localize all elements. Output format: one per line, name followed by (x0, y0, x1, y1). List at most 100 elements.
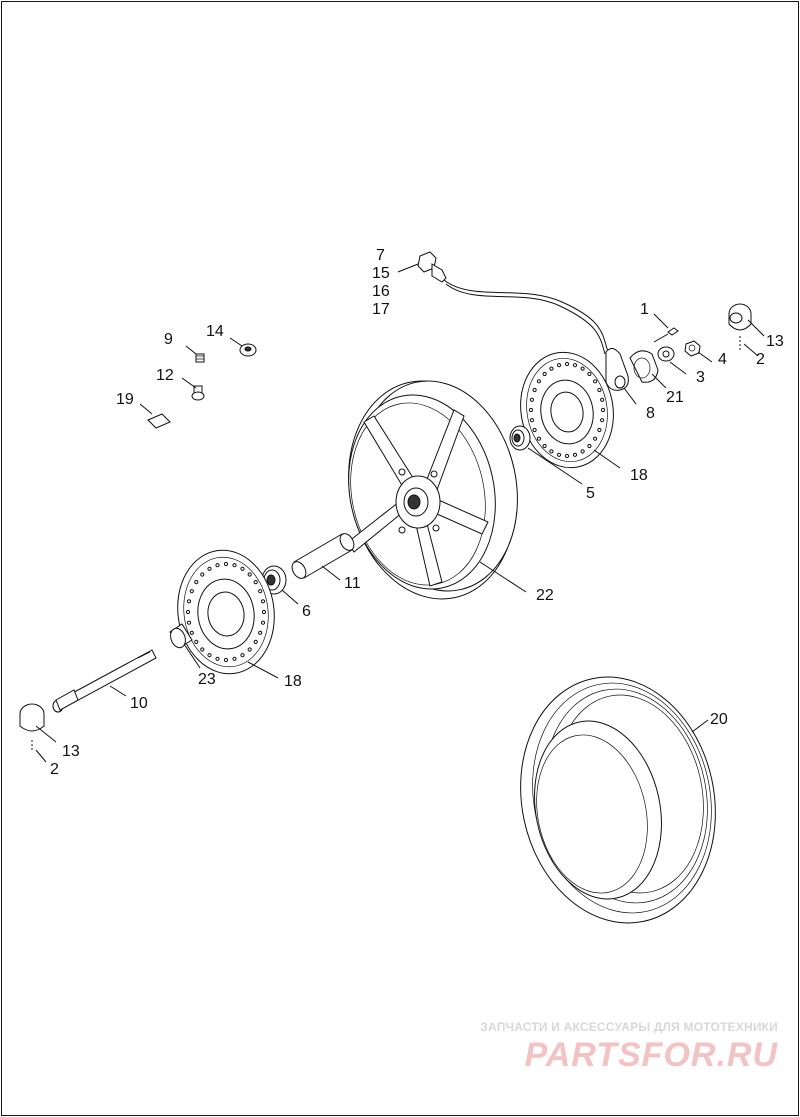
rotor-hole (223, 657, 229, 663)
callout-13-right: 13 (766, 333, 784, 350)
rotor-hole (247, 647, 252, 652)
rotor-hole (597, 427, 602, 433)
cast-wheel (347, 380, 518, 600)
watermark: ЗАПЧАСТИ И АКСЕССУАРЫ ДЛЯ МОТОТЕХНИКИ PA… (478, 1020, 778, 1075)
rotor-hole (600, 418, 605, 423)
axle-cap-right (728, 303, 752, 331)
rotor-hole (258, 589, 263, 594)
callout-15: 15 (372, 265, 390, 282)
wheel-spacer-tube (291, 533, 355, 579)
callout-18-left: 18 (284, 673, 302, 690)
rotor-hole (189, 630, 194, 635)
callout-20: 20 (710, 711, 728, 728)
valve-cap (195, 353, 205, 363)
bearing-right (509, 425, 531, 451)
callout-5: 5 (586, 485, 595, 502)
rotor-hole (253, 580, 258, 585)
rotor-hole (207, 566, 212, 571)
rotor-hole (580, 449, 585, 454)
callout-7: 7 (376, 247, 385, 264)
rotor-hole (223, 561, 229, 567)
rotor-hole (247, 572, 252, 577)
callout-9: 9 (164, 331, 173, 348)
callout-18-right: 18 (630, 467, 648, 484)
callout-2-right: 2 (756, 351, 765, 368)
callout-23: 23 (198, 671, 216, 688)
callout-3: 3 (696, 369, 705, 386)
callout-17: 17 (372, 301, 390, 318)
callout-10: 10 (130, 695, 148, 712)
callout-12: 12 (156, 367, 174, 384)
valve-stem (191, 385, 205, 401)
rotor-hole (253, 639, 258, 645)
rotor-hole (232, 563, 237, 568)
rotor-hole (556, 452, 562, 457)
rotor-hole (536, 379, 542, 384)
callout-2-left: 2 (50, 761, 59, 778)
rotor-hole (580, 366, 585, 371)
rotor-hole (572, 452, 578, 457)
callout-4: 4 (718, 351, 727, 368)
rotor-hole (529, 418, 535, 423)
rotor-hole (200, 572, 205, 577)
axle-cap-left (19, 703, 45, 732)
callout-labels: 7 15 16 17 1 13 2 4 3 21 8 18 5 9 14 12 … (50, 247, 784, 778)
rotor-hole (232, 656, 237, 661)
callout-1: 1 (640, 301, 649, 318)
front-axle (52, 649, 157, 713)
tire (520, 676, 716, 924)
rotor-hole (532, 387, 537, 393)
rotor-hole (549, 449, 554, 454)
rotor-hole (600, 397, 605, 402)
callout-6: 6 (302, 603, 311, 620)
rotor-hole (189, 589, 194, 594)
rotor-hole (215, 563, 220, 568)
rotor-hole (186, 620, 192, 625)
nut-small (239, 343, 257, 357)
rotor-hole (215, 656, 220, 661)
rotor-hole (258, 630, 263, 635)
rotor-hole (564, 361, 570, 367)
rotor-hole (261, 609, 267, 615)
callout-13-left: 13 (62, 743, 80, 760)
rotor-hole (556, 363, 562, 368)
rotor-hole (587, 443, 592, 449)
nut (684, 340, 701, 357)
axle-spacer (629, 350, 659, 383)
rotor-hole (542, 371, 547, 377)
sensor-bracket (605, 348, 629, 391)
rotor-hole (186, 599, 192, 604)
rotor-hole (194, 580, 199, 585)
rotor-hole (564, 453, 570, 459)
screw (653, 327, 679, 343)
axle-spacer-cone (169, 623, 193, 649)
callout-16: 16 (372, 283, 390, 300)
rotor-hole (194, 639, 199, 645)
balance-weight (147, 413, 171, 429)
rotor-hole (529, 397, 535, 402)
rotor-hole (532, 427, 537, 433)
rotor-hole (536, 436, 542, 441)
rotor-hole (542, 443, 547, 449)
rotor-hole (260, 620, 266, 625)
washer (657, 346, 675, 362)
rotor-hole (587, 371, 592, 377)
leader-lines (35, 263, 765, 763)
brake-rotor-right (520, 351, 614, 469)
rotor-hole (200, 647, 205, 652)
watermark-brand-logo: PARTSFOR.RU (524, 1036, 778, 1074)
callout-21: 21 (666, 389, 684, 406)
rotor-hole (260, 599, 266, 604)
watermark-caption: ЗАПЧАСТИ И АКСЕССУАРЫ ДЛЯ МОТОТЕХНИКИ (480, 1020, 778, 1034)
callout-22: 22 (536, 587, 554, 604)
rotor-hole (240, 566, 245, 571)
rotor-hole (185, 609, 191, 615)
callout-19: 19 (116, 391, 134, 408)
rotor-hole (549, 366, 554, 371)
rotor-hole (593, 379, 598, 384)
brake-rotor-left (177, 549, 275, 675)
rotor-hole (572, 363, 578, 368)
callout-14: 14 (206, 323, 224, 340)
